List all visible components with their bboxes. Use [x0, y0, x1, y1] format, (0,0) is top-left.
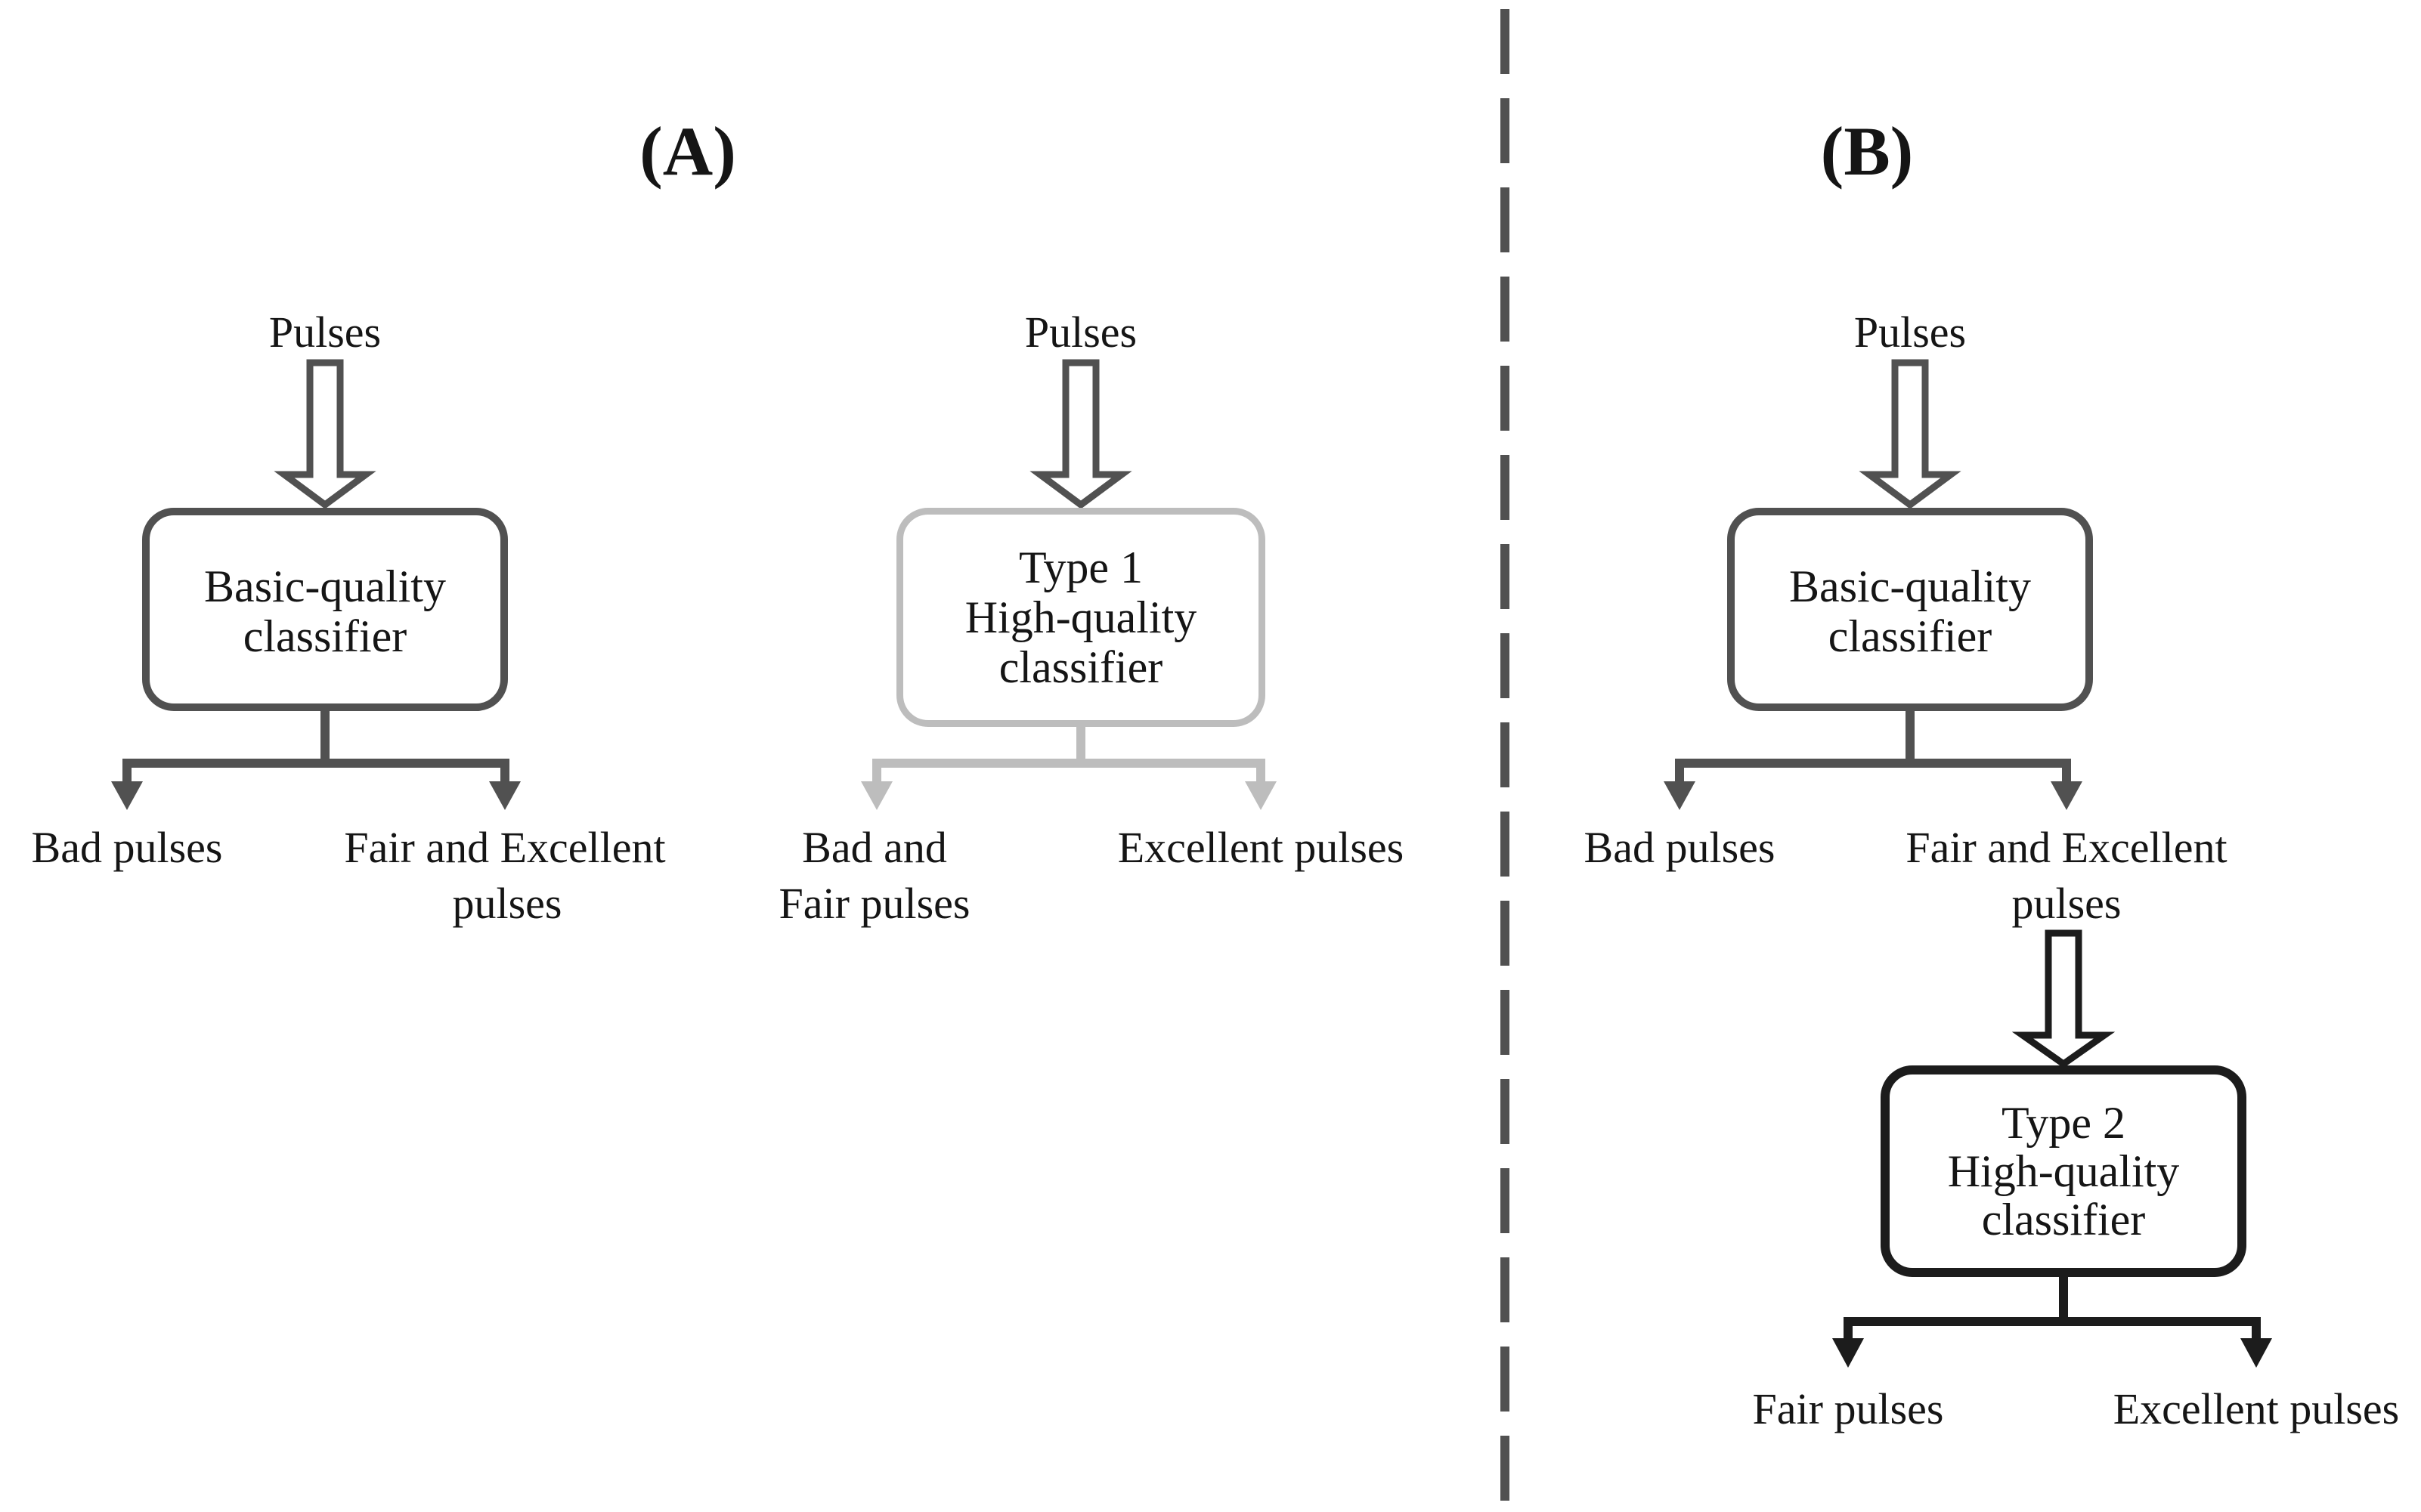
basic-a-box-line1: Basic-quality	[204, 561, 446, 611]
basic-b-left-arrowhead-icon	[1664, 781, 1695, 810]
type1-classifier-box	[896, 508, 1265, 727]
basic-a-right-output-label-line1: Fair and Excellent	[344, 823, 666, 872]
basic-b-right-output-label-line1: Fair and Excellent	[1906, 823, 2228, 872]
basic-b-input-arrow-icon	[1859, 359, 1961, 509]
type1-input-label: Pulses	[1024, 308, 1138, 357]
type2-left-arrowhead-icon	[1832, 1338, 1864, 1368]
type1-box-line1: Type 1	[1018, 543, 1144, 592]
type2-box-line2: High-quality	[1947, 1146, 2180, 1196]
panel-a-title: (A)	[639, 113, 736, 190]
type1-box-line3: classifier	[998, 642, 1163, 692]
basic-a-box-line2: classifier	[243, 611, 407, 661]
basic-a-left-output-label: Bad pulses	[31, 823, 223, 872]
type1-right-output-label: Excellent pulses	[1117, 823, 1404, 872]
basic-b-classifier-box	[1727, 508, 2093, 711]
type2-right-output-label: Excellent pulses	[2113, 1384, 2400, 1433]
type2-right-arrowhead-icon	[2240, 1338, 2272, 1368]
basic-a-branch-connector	[111, 707, 521, 810]
type1-left-output-label-line1: Bad and	[802, 823, 947, 872]
basic-a-left-arrowhead-icon	[111, 781, 143, 810]
type1-right-arrowhead-icon	[1245, 781, 1277, 810]
type2-branch-connector	[1832, 1272, 2272, 1368]
type1-left-output-label-line2: Fair pulses	[779, 879, 971, 928]
type2-box-line3: classifier	[1981, 1195, 2146, 1245]
basic-b-right-output-label-line2: pulses	[2011, 879, 2122, 928]
type1-input-arrow-icon	[1029, 359, 1132, 509]
type1-left-arrowhead-icon	[861, 781, 893, 810]
type2-input-arrow-icon	[2011, 929, 2116, 1068]
basic-b-input-label: Pulses	[1853, 308, 1967, 357]
basic-b-box-line2: classifier	[1828, 611, 1992, 661]
basic-b-branch-connector	[1664, 707, 2082, 810]
basic-b-box-line1: Basic-quality	[1789, 561, 2031, 611]
basic-a-classifier-box	[142, 508, 508, 711]
type1-box-line2: High-quality	[964, 592, 1197, 642]
basic-b-right-arrowhead-icon	[2051, 781, 2082, 810]
basic-b-left-output-label: Bad pulses	[1584, 823, 1776, 872]
type2-classifier-box	[1881, 1065, 2246, 1277]
basic-a-input-arrow-icon	[274, 359, 376, 509]
type2-left-output-label: Fair pulses	[1752, 1384, 1944, 1433]
basic-a-input-label: Pulses	[268, 308, 382, 357]
type2-box-line1: Type 2	[2001, 1098, 2126, 1148]
basic-a-right-arrowhead-icon	[489, 781, 521, 810]
basic-a-right-output-label-line2: pulses	[452, 879, 562, 928]
type1-branch-connector	[861, 723, 1277, 810]
panel-b-title: (B)	[1820, 113, 1914, 190]
